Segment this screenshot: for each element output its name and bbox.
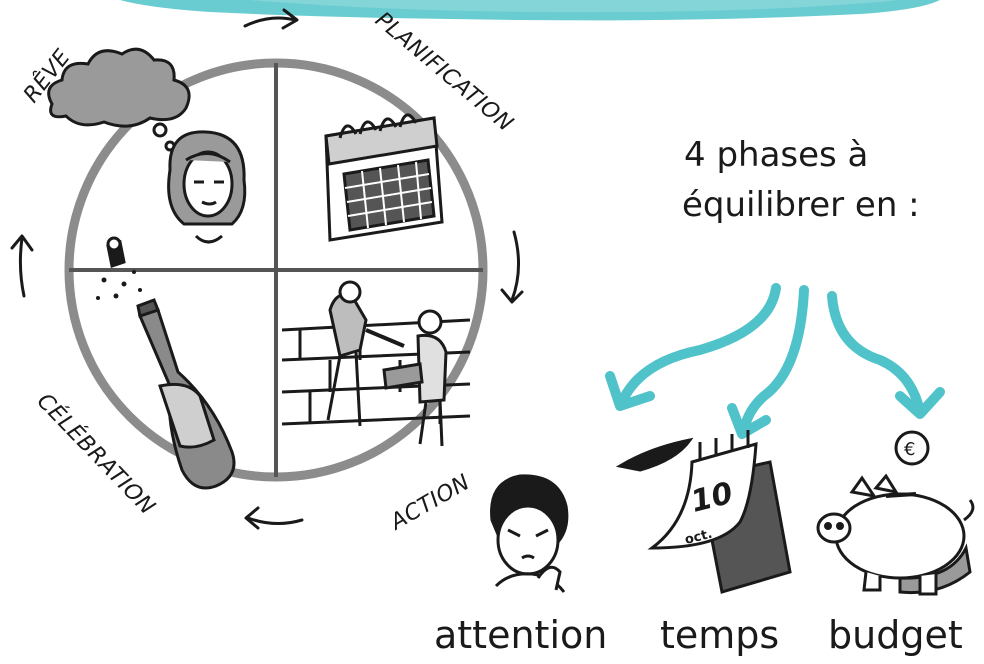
tagline-line-2: équilibrer en : [682, 185, 920, 225]
resource-label-attention: attention [434, 613, 607, 657]
day-calendar-icon: 10 oct. [647, 430, 792, 594]
arrow-right-down-icon [500, 230, 524, 304]
tagline-line-1: 4 phases à [684, 135, 868, 175]
coin-symbol: € [904, 439, 915, 460]
arrow-left-up-icon [10, 234, 34, 298]
dreaming-person-icon [167, 130, 247, 244]
dream-cloud-icon [47, 47, 191, 152]
cycle-arrows [10, 8, 524, 530]
action-workers-icon [281, 280, 471, 447]
teal-arrow-center-icon [727, 285, 809, 439]
teal-banner [120, 0, 940, 21]
flying-leaf-icon [615, 437, 694, 472]
calendar-month: oct. [683, 527, 714, 548]
piggy-bank-icon: € [816, 430, 975, 596]
cycle-wheel [64, 58, 488, 482]
phase-label-celebration: CÉLÉBRATION [32, 388, 161, 520]
resource-label-temps: temps [660, 613, 779, 657]
champagne-bottle-icon [96, 236, 236, 490]
teal-arrow-left-icon [605, 283, 781, 411]
planning-calendar-icon [324, 113, 444, 242]
arrow-bottom-left-icon [244, 506, 304, 530]
arrow-top-right-icon [243, 8, 299, 30]
resource-label-budget: budget [828, 613, 963, 657]
phase-label-planification: PLANIFICATION [370, 7, 518, 136]
thinking-person-icon [490, 474, 569, 593]
distribution-arrows [605, 283, 945, 439]
phase-label-action: ACTION [385, 470, 475, 536]
teal-arrow-right-icon [827, 291, 945, 419]
euro-coin-icon [894, 430, 930, 466]
